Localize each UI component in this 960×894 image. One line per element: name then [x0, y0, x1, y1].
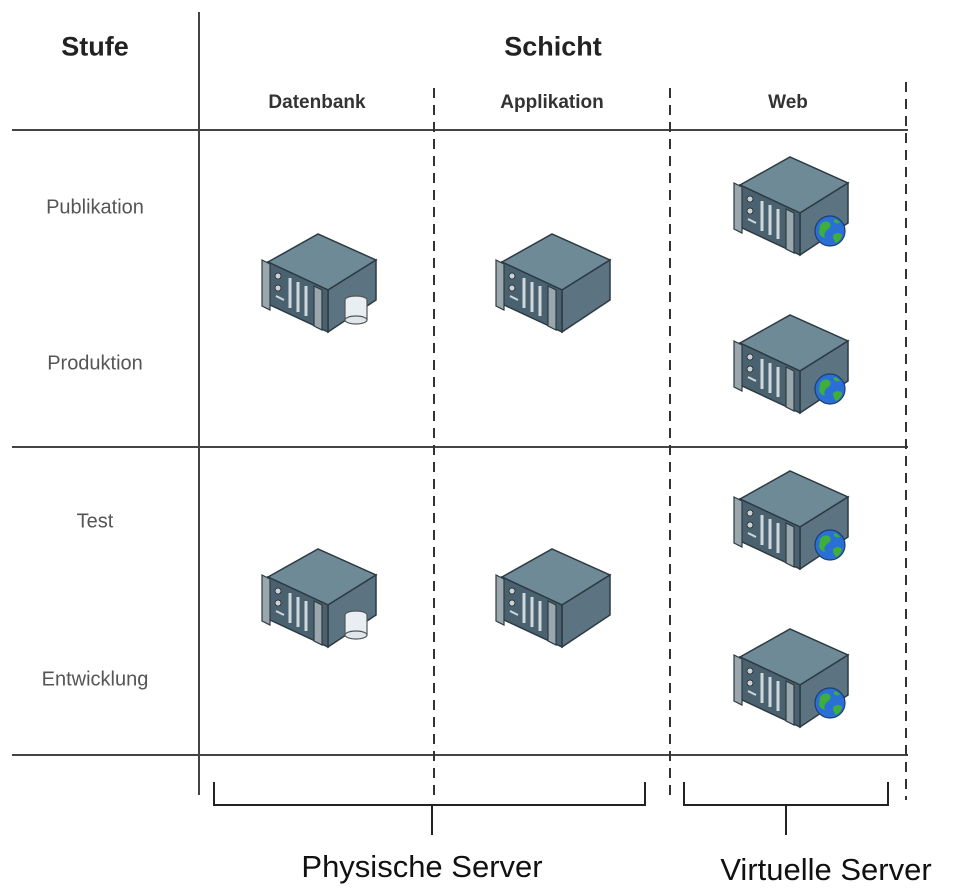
- group-label-virtual: Virtuelle Server: [720, 852, 932, 887]
- globe: [814, 373, 846, 405]
- server-globe-icon: [720, 145, 860, 265]
- server-globe-icon: [720, 617, 860, 737]
- database-cylinder: [344, 610, 368, 640]
- server-globe-icon: [720, 459, 860, 579]
- server-database-icon: [248, 537, 388, 657]
- column-header-database: Datenbank: [268, 92, 366, 113]
- group-label-physical: Physische Server: [301, 849, 543, 884]
- row-label-test: Test: [76, 510, 114, 533]
- server-globe-icon: [720, 303, 860, 423]
- column-header-web: Web: [768, 92, 808, 113]
- row-label-entwicklung: Entwicklung: [41, 668, 149, 691]
- globe: [814, 529, 846, 561]
- globe: [814, 687, 846, 719]
- row-label-produktion: Produktion: [47, 352, 143, 375]
- stage-header: Stufe: [61, 31, 129, 62]
- globe: [814, 215, 846, 247]
- server-icon: [482, 537, 622, 657]
- server-database-icon: [248, 222, 388, 342]
- physical-brace: [213, 782, 646, 806]
- server-icon: [482, 222, 622, 342]
- layer-header: Schicht: [504, 31, 602, 62]
- virtual-brace: [683, 782, 889, 806]
- row-label-publikation: Publikation: [46, 196, 144, 219]
- database-cylinder: [344, 295, 368, 325]
- column-header-application: Applikation: [500, 92, 604, 113]
